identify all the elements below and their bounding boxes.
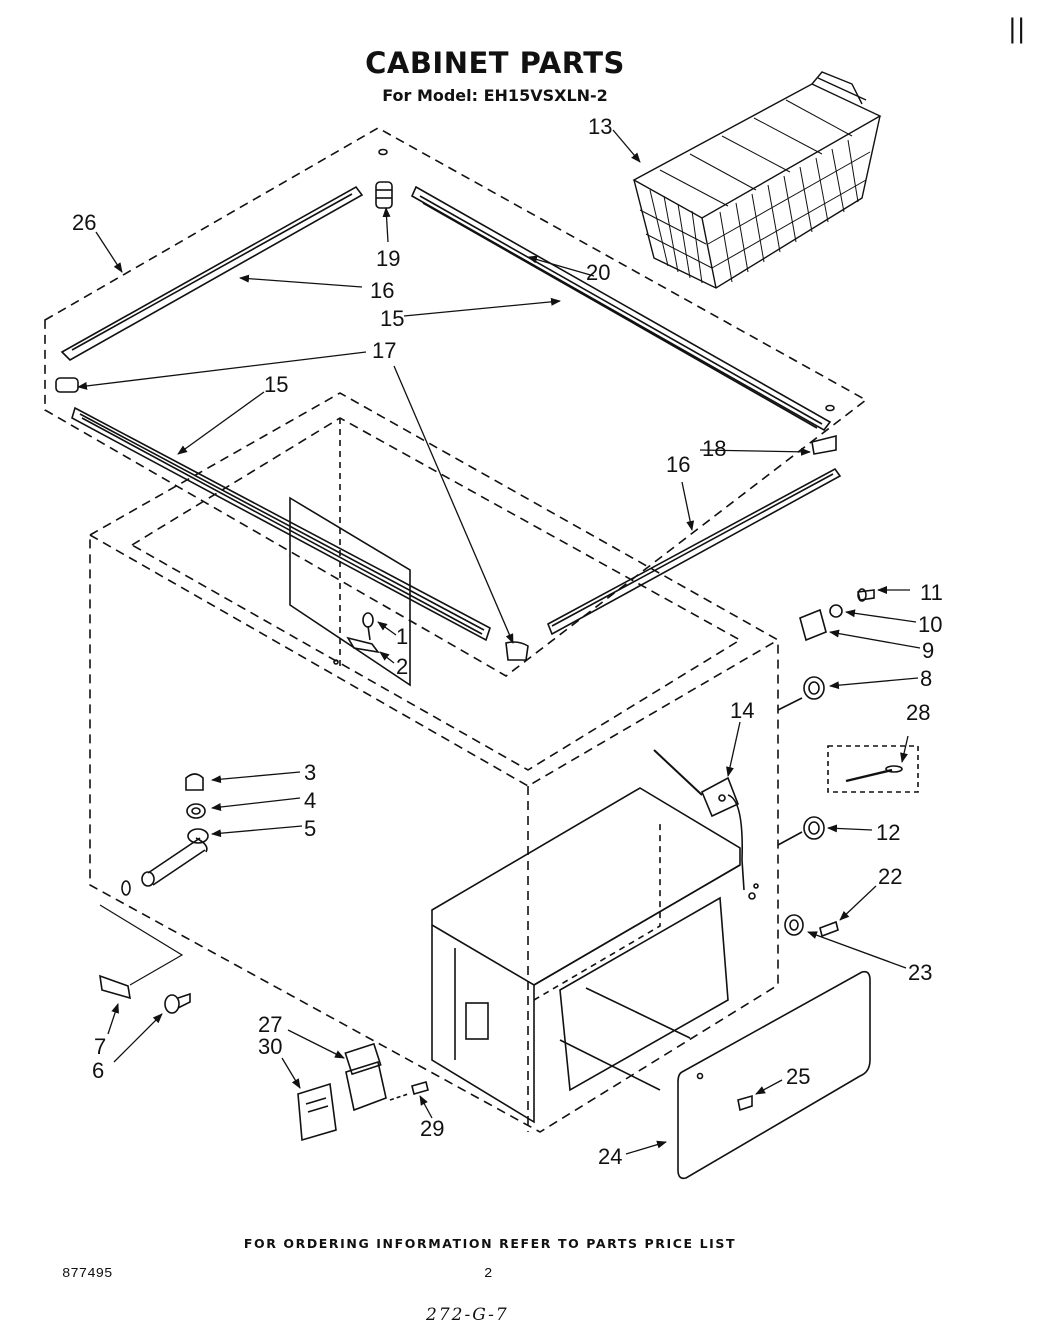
model-subtitle: For Model: EH15VSXLN-2 <box>382 86 608 105</box>
drain-hose <box>121 837 208 896</box>
callout-16-lower: 16 <box>666 452 691 477</box>
callout-5: 5 <box>304 816 317 841</box>
callout-22: 22 <box>878 864 903 889</box>
document-number: 877495 <box>62 1266 113 1282</box>
grommet-opening <box>465 1002 489 1040</box>
callout-11: 11 <box>920 580 943 605</box>
callout-23: 23 <box>908 960 933 985</box>
breaker-strip-upper-right <box>410 185 832 432</box>
serial-plate-area <box>289 496 411 687</box>
lid-screw-hole-right <box>825 404 835 412</box>
callout-30: 30 <box>258 1034 283 1059</box>
callout-24: 24 <box>598 1144 623 1169</box>
drain-gasket-5 <box>187 828 209 844</box>
cord-bracket-27 <box>344 1042 382 1076</box>
callout-25: 25 <box>786 1064 811 1089</box>
lid-screw-hole <box>378 148 388 156</box>
corner-cap-17-left <box>55 377 79 393</box>
cabinet-opening <box>130 417 742 771</box>
breaker-strip-lower-left <box>71 406 491 642</box>
callout-19: 19 <box>376 246 401 271</box>
callout-16-upper: 16 <box>370 278 395 303</box>
cabinet-outline <box>89 392 779 1133</box>
signal-light-12 <box>803 816 825 840</box>
corner-cap-19 <box>375 181 393 209</box>
callout-15-lower: 15 <box>264 372 289 397</box>
page-number: 2 <box>484 1266 493 1282</box>
handwritten-note: 272-G-7 <box>426 1305 509 1325</box>
callout-18: 18 <box>702 436 727 461</box>
strike-2 <box>346 636 380 654</box>
access-panel-24 <box>677 970 871 1180</box>
callout-7: 7 <box>94 1034 107 1059</box>
drain-plug-6 <box>164 992 191 1014</box>
drain-cap-3 <box>185 773 204 791</box>
control-30 <box>297 1082 337 1142</box>
drain-washer-4 <box>186 803 206 819</box>
screw-1 <box>362 612 374 628</box>
kit-box-28 <box>827 745 919 793</box>
callout-20: 20 <box>586 260 611 285</box>
callout-8: 8 <box>920 666 933 691</box>
callout-13: 13 <box>588 114 613 139</box>
screw-11 <box>857 588 875 602</box>
callout-2: 2 <box>396 654 409 679</box>
callout-28: 28 <box>906 700 931 725</box>
callout-14: 14 <box>730 698 755 723</box>
callout-26: 26 <box>72 210 97 235</box>
callout-17: 17 <box>372 338 397 363</box>
corner-cap-17-bottom <box>505 641 529 661</box>
washer-10 <box>829 604 843 618</box>
terminal-box <box>345 1060 387 1112</box>
callout-27: 27 <box>258 1012 283 1037</box>
screw-22 <box>819 920 839 938</box>
thermostat-14 <box>653 749 745 891</box>
light-switch-8 <box>803 676 825 700</box>
panel-screw-25 <box>737 1094 753 1112</box>
callout-12: 12 <box>876 820 901 845</box>
lid-assembly-outline <box>44 127 868 677</box>
callout-6: 6 <box>92 1058 105 1083</box>
grommet-23 <box>784 914 804 936</box>
corner-cap-18 <box>811 434 837 455</box>
corner-mark: || <box>1008 14 1026 44</box>
leader-lines <box>77 129 921 1155</box>
callout-1: 1 <box>396 624 409 649</box>
callout-29: 29 <box>420 1116 445 1141</box>
callout-9: 9 <box>922 638 935 663</box>
bracket-9 <box>799 608 827 642</box>
ordering-info: FOR ORDERING INFORMATION REFER TO PARTS … <box>243 1236 737 1251</box>
screw-29 <box>411 1081 429 1095</box>
callout-10: 10 <box>918 612 943 637</box>
page-title: CABINET PARTS <box>365 46 625 80</box>
hinge-strip-upper-left <box>60 185 364 361</box>
callout-4: 4 <box>304 788 317 813</box>
hinge-strip-lower-right <box>546 467 842 636</box>
callout-3: 3 <box>304 760 317 785</box>
callout-15-upper: 15 <box>380 306 405 331</box>
drain-cap-7 <box>99 974 131 1000</box>
storage-basket-13 <box>632 71 882 289</box>
